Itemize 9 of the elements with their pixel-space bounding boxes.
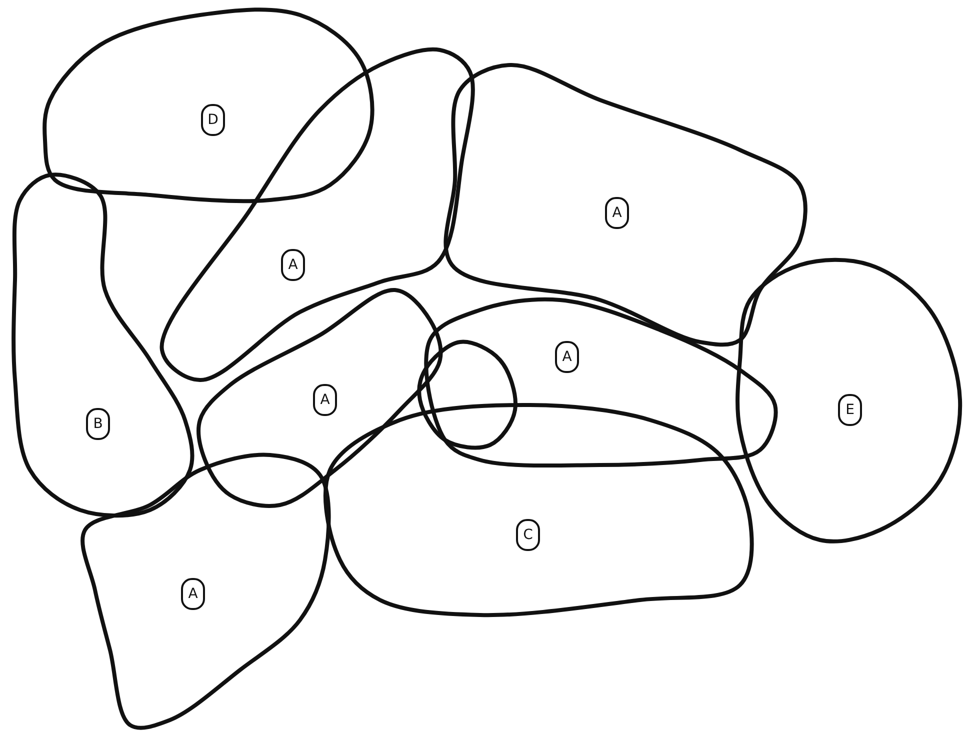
- region-label: B: [86, 408, 110, 440]
- region-label: A: [281, 249, 305, 281]
- region-label: A: [181, 578, 205, 610]
- region-label: A: [605, 197, 629, 229]
- region-label: E: [838, 394, 862, 426]
- region-label: A: [313, 384, 337, 416]
- region-label: D: [201, 104, 225, 136]
- region-label: A: [555, 341, 579, 373]
- region-label: C: [516, 519, 540, 551]
